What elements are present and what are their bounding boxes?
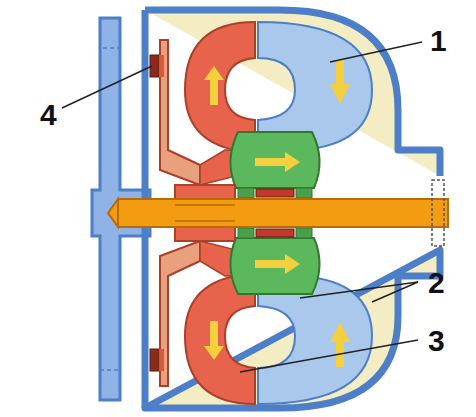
- callout-number: 3: [428, 326, 445, 356]
- callout-number: 2: [428, 268, 445, 298]
- callout-number: 1: [430, 26, 447, 56]
- callout-number: 4: [40, 100, 57, 130]
